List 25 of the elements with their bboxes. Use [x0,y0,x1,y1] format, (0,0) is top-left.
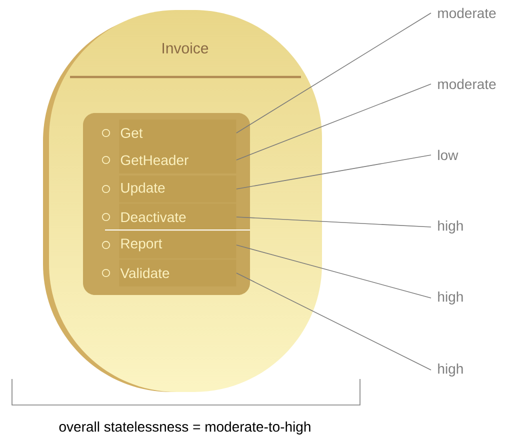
leader-line [236,154,432,190]
operation-row: Report [119,231,236,258]
rating-label: high [438,363,463,376]
node-label: Report [121,238,162,252]
rating-label: low [438,150,458,160]
leader-line [236,272,432,370]
operation-row: Update [119,176,236,202]
operation-row: Validate [119,260,236,286]
rating-label: high [438,291,463,304]
rating-label: moderate [438,78,496,90]
operation-row: GetHeader [119,146,236,174]
node-label: GetHeader [120,154,188,166]
leader-line [236,216,432,228]
rating-label: high [438,220,463,234]
node-label: Deactivate [121,212,186,222]
node-label: Get [120,128,143,138]
leader-line [236,84,432,160]
leader-line [236,12,432,134]
leader-line [236,244,432,298]
operation-row: Deactivate [119,204,236,230]
node-label: Update [121,182,165,196]
node-label: Validate [120,268,170,278]
operation-row: Get [119,120,236,146]
rating-label: moderate [438,8,496,18]
summary-text: overall statelessness = moderate-to-high [59,421,310,434]
